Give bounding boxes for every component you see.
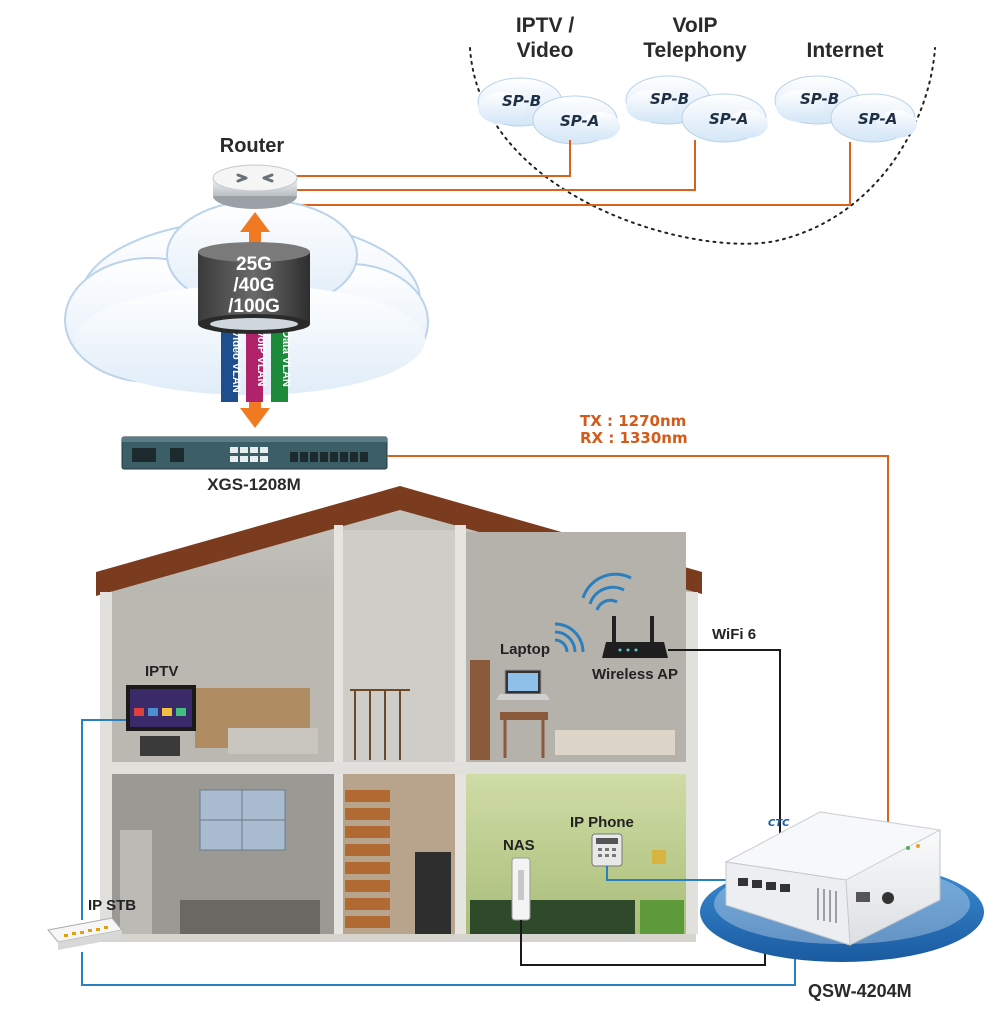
sp-a-label: SP-A (709, 110, 748, 128)
wireless-ap-icon (602, 616, 668, 658)
iptv-label: IPTV (145, 663, 178, 680)
router-icon (212, 164, 298, 209)
sp-b-label: SP-B (502, 92, 541, 110)
wifi-label: WiFi 6 (712, 626, 756, 643)
service-cloud-voip: SP-B SP-A (625, 75, 768, 143)
vlan-voip-label: VoIP VLAN (255, 330, 267, 386)
service-cloud-internet: SP-B SP-A (774, 75, 917, 143)
bandwidth-line2: /40G (233, 275, 274, 296)
service-title-iptv: IPTV / (516, 14, 575, 37)
wifi-signal-icon (581, 572, 632, 611)
sp-a-label: SP-A (858, 110, 897, 128)
ip-phone-icon (591, 833, 623, 867)
bandwidth-drum: 25G /40G /100G (198, 242, 310, 334)
ont-label: QSW-4204M (808, 981, 912, 1001)
wireless-ap-label: Wireless AP (592, 666, 678, 683)
fiber-link (387, 455, 889, 825)
bandwidth-line1: 25G (236, 254, 272, 275)
tv-icon (126, 685, 196, 731)
service-links (290, 140, 851, 206)
vlan-data-label: Data VLAN (280, 330, 292, 387)
service-cloud-iptv: SP-B SP-A (477, 77, 620, 145)
wifi-signal-icon (554, 622, 585, 653)
fiber-tx-label: TX : 1270nm (580, 412, 686, 430)
bandwidth-line3: /100G (228, 296, 280, 317)
fiber-rx-label: RX : 1330nm (580, 429, 688, 447)
ont-brand: CTC (768, 818, 790, 829)
sp-a-label: SP-A (560, 112, 599, 130)
laptop-icon (496, 669, 550, 700)
sp-b-label: SP-B (800, 90, 839, 108)
service-title-internet: Internet (806, 39, 883, 62)
nas-label: NAS (503, 837, 535, 854)
sp-b-label: SP-B (650, 90, 689, 108)
set-top-box-icon (47, 917, 123, 950)
house (96, 486, 702, 942)
service-boundary-arc (469, 47, 936, 245)
service-title-voip: VoIP (672, 14, 717, 37)
service-title-iptv: Video (517, 39, 574, 62)
service-title-voip: Telephony (643, 39, 747, 62)
ip-stb-label: IP STB (88, 897, 136, 914)
vlan-video-label: Video VLAN (230, 330, 242, 393)
vlan-bars: Video VLAN VoIP VLAN Data VLAN (221, 320, 292, 402)
olt-label: XGS-1208M (207, 475, 301, 494)
uplink-arrows (240, 212, 270, 428)
laptop-label: Laptop (500, 641, 550, 658)
nas-icon (511, 857, 531, 921)
ip-phone-label: IP Phone (570, 814, 634, 831)
router-label: Router (220, 135, 285, 157)
ont-device: CTC (724, 811, 942, 946)
olt-switch (121, 436, 388, 470)
